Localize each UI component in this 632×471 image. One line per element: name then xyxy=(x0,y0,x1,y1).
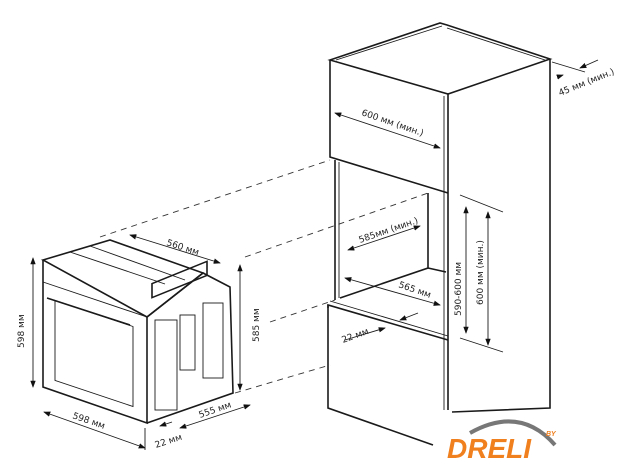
cabinet-front-offset-label: 22 мм xyxy=(341,327,371,346)
oven xyxy=(30,234,251,450)
cabinet-top-width-label: 600 мм (мин.) xyxy=(360,108,425,139)
logo-text: DRELI xyxy=(447,433,532,464)
cabinet-rear-gap-label: 45 мм (мин.) xyxy=(557,67,616,98)
oven-front-offset-label: 22 мм xyxy=(154,433,184,451)
oven-height-label: 598 мм xyxy=(17,314,27,348)
cabinet xyxy=(327,22,599,446)
projection-lines xyxy=(99,159,429,394)
oven-top-depth-label: 560 мм xyxy=(165,238,200,258)
oven-width-label: 598 мм xyxy=(71,411,106,431)
cabinet-inner-depth-label: 585мм (мин.) xyxy=(358,216,420,246)
cabinet-opening-height-label: 590-600 мм xyxy=(454,262,464,316)
cabinet-min-height-label: 600 мм (мин.) xyxy=(476,240,486,305)
oven-side-height-label: 585 мм xyxy=(252,308,262,342)
logo-by-text: BY xyxy=(546,431,557,438)
dreli-logo: DRELI BY xyxy=(447,419,557,464)
